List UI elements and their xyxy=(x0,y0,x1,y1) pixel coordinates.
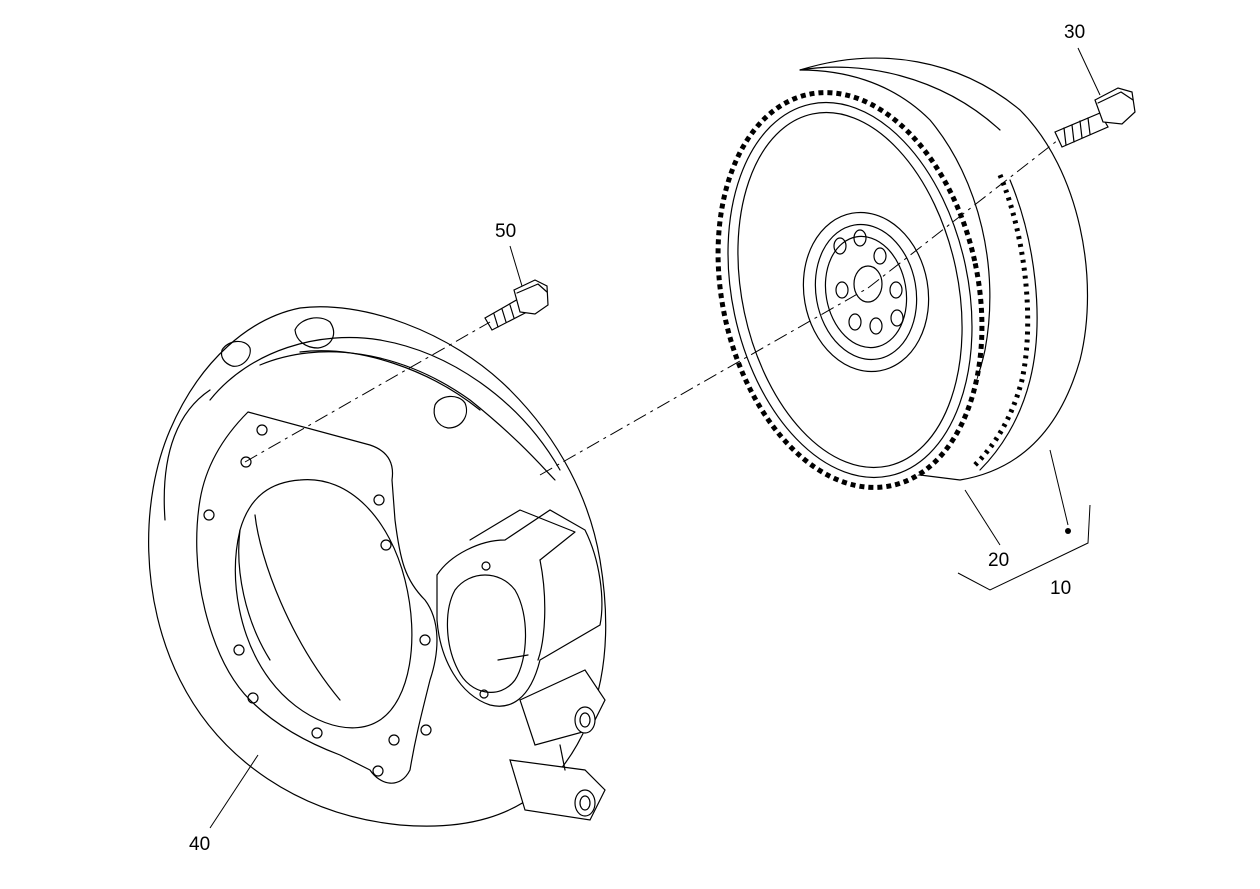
callout-40: 40 xyxy=(189,834,210,855)
callout-20: 20 xyxy=(988,550,1009,571)
assembly-dot xyxy=(1065,528,1071,534)
housing-bolt xyxy=(484,279,549,331)
callout-50: 50 xyxy=(495,221,516,242)
leader-lines xyxy=(209,47,1101,829)
callout-30: 30 xyxy=(1064,22,1085,43)
flywheel-bolt xyxy=(1054,87,1136,148)
callout-10: 10 xyxy=(1050,578,1071,599)
flywheel-housing xyxy=(148,306,607,827)
assembly-lines xyxy=(244,139,1059,476)
flywheel-ring-gear xyxy=(715,57,1089,490)
